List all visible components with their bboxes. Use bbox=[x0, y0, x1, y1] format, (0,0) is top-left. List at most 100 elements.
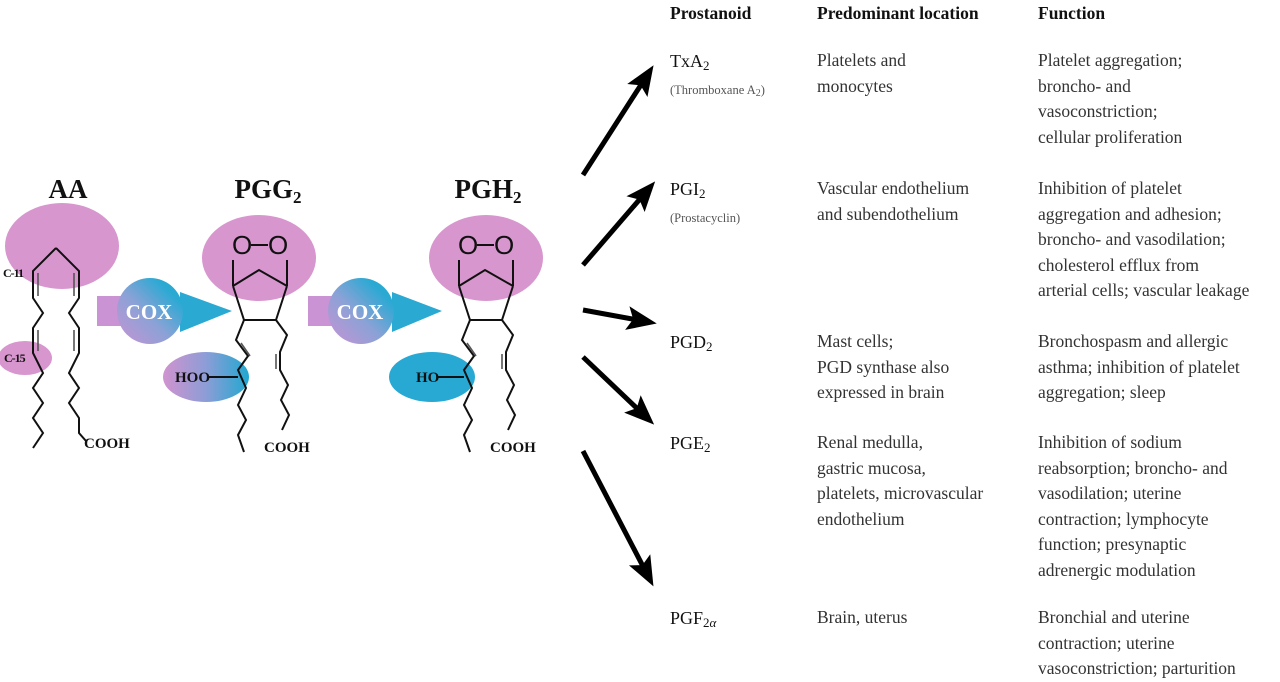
prostanoid-subscript: 2 bbox=[703, 58, 710, 73]
pgg2-cooh-label: COOH bbox=[264, 440, 310, 456]
cox-arrow-head bbox=[180, 292, 232, 332]
arrow-to-pgf2a bbox=[580, 449, 654, 587]
header-function: Function bbox=[1038, 3, 1106, 23]
pgg2-ring bbox=[232, 260, 288, 321]
location-line: PGD synthase also bbox=[817, 356, 950, 377]
location-cell: Brain, uterus bbox=[817, 605, 907, 631]
alias-text: (Thromboxane A bbox=[670, 82, 756, 97]
pgh2-structure: O O HO COOH bbox=[389, 215, 543, 456]
molecule-title-pgg2: PGG2 bbox=[235, 174, 302, 207]
alias-text: (Prostacyclin) bbox=[670, 210, 741, 225]
aa-carbon-chain-left bbox=[31, 247, 57, 449]
function-line: cholesterol efflux from bbox=[1038, 254, 1200, 275]
function-line: vasoconstriction; parturition bbox=[1038, 658, 1236, 678]
prostanoid-alias: (Thromboxane A2) bbox=[670, 81, 765, 103]
prostanoid-name-text: PGF bbox=[670, 608, 704, 628]
alias-text-end: ) bbox=[760, 82, 765, 97]
function-line: Inhibition of platelet bbox=[1038, 178, 1182, 198]
prostanoid-subscript: 2 bbox=[699, 186, 706, 201]
double-bond bbox=[466, 342, 477, 357]
aa-cooh-label: COOH bbox=[84, 436, 130, 452]
cox-enzyme-arrow-2: COX bbox=[308, 278, 442, 344]
location-line: Renal medulla, bbox=[817, 432, 923, 452]
pgh2-oxygen-2: O bbox=[494, 230, 514, 260]
prostanoid-name-text: TxA bbox=[670, 51, 703, 71]
subscript-number: 2 bbox=[706, 339, 713, 354]
pgg2-structure: O O HOO COOH bbox=[163, 215, 316, 456]
double-bond bbox=[240, 342, 251, 357]
cox-label: COX bbox=[337, 300, 384, 324]
location-line: platelets, microvascular bbox=[817, 483, 984, 503]
molecule-title-aa: AA bbox=[49, 174, 88, 204]
pgg2-hydroperoxy-ellipse bbox=[163, 352, 249, 402]
pgg2-upper-chain bbox=[275, 319, 291, 431]
function-line: asthma; inhibition of platelet bbox=[1038, 356, 1240, 377]
location-line: gastric mucosa, bbox=[817, 457, 926, 478]
arrow-to-pge2 bbox=[581, 355, 655, 425]
function-line: cellular proliferation bbox=[1038, 126, 1183, 147]
prostanoid-name: PGE2 bbox=[670, 431, 711, 461]
function-line: aggregation; sleep bbox=[1038, 382, 1166, 402]
location-line: Vascular endothelium bbox=[817, 178, 970, 198]
function-line: vasodilation; uterine bbox=[1038, 483, 1182, 503]
pgh2-ring bbox=[458, 260, 514, 321]
cox-enzyme-arrow-1: COX bbox=[97, 278, 232, 344]
branch-arrows bbox=[580, 65, 657, 587]
arachidonic-acid-structure: C-11 C-15 COOH bbox=[0, 203, 130, 452]
function-line: vasoconstriction; bbox=[1038, 101, 1158, 121]
location-cell: Renal medulla, gastric mucosa, platelets, … bbox=[817, 430, 983, 532]
pgh2-oxygen-1: O bbox=[458, 230, 478, 260]
function-line: broncho- and bbox=[1038, 75, 1131, 96]
c15-label: C-15 bbox=[4, 351, 26, 365]
cox-enzyme-circle bbox=[328, 278, 394, 344]
prostanoid-name-text: PGE bbox=[670, 433, 705, 453]
cox-label: COX bbox=[126, 300, 173, 324]
location-line: monocytes bbox=[817, 75, 893, 96]
pgh2-cooh-label: COOH bbox=[490, 440, 536, 456]
prostanoid-name-text: PGD bbox=[670, 332, 707, 352]
subscript-number: 2 bbox=[703, 615, 710, 630]
function-line: Bronchial and uterine bbox=[1038, 607, 1190, 627]
prostanoid-name: PGD2 bbox=[670, 330, 713, 360]
prostanoid-alias: (Prostacyclin) bbox=[670, 209, 740, 227]
prostanoid-subscript: 2α bbox=[703, 615, 716, 630]
header-prostanoid: Prostanoid bbox=[670, 3, 752, 23]
function-line: Bronchospasm and allergic bbox=[1038, 331, 1229, 351]
pgh2-upper-chain bbox=[501, 319, 517, 431]
function-cell: Platelet aggregation; broncho- and vasocon… bbox=[1038, 48, 1182, 150]
pgg2-oxygen-2: O bbox=[268, 230, 288, 260]
prostanoid-subscript: 2 bbox=[704, 440, 711, 455]
pgg2-lower-chain bbox=[234, 319, 250, 453]
molecule-title-pgh2: PGH2 bbox=[455, 174, 522, 207]
cox-arrow-head bbox=[392, 292, 442, 332]
function-line: reabsorption; broncho- and bbox=[1038, 457, 1228, 478]
prostanoid-name-text: PGI bbox=[670, 179, 700, 199]
arrow-to-txa2 bbox=[580, 65, 654, 177]
pgg2-hoo-label: HOO bbox=[175, 370, 210, 386]
pgh2-lower-chain bbox=[460, 319, 476, 453]
c11-label: C-11 bbox=[3, 266, 24, 280]
function-cell: Inhibition of platelet aggregation and ad… bbox=[1038, 176, 1249, 304]
alias-subscript: 2 bbox=[755, 87, 761, 99]
function-line: function; presynaptic bbox=[1038, 534, 1187, 554]
function-line: aggregation and adhesion; bbox=[1038, 203, 1222, 224]
function-cell: Bronchospasm and allergic asthma; inhibit… bbox=[1038, 329, 1240, 406]
subscript-greek: α bbox=[709, 615, 717, 630]
function-line: arterial cells; vascular leakage bbox=[1038, 280, 1250, 300]
arrow-to-pgi2 bbox=[581, 181, 656, 267]
arrow-to-pgd2 bbox=[582, 306, 657, 330]
cox-enzyme-circle bbox=[117, 278, 183, 344]
prostanoid-name: TxA2(Thromboxane A2) bbox=[670, 49, 765, 103]
function-line: Platelet aggregation; bbox=[1038, 50, 1183, 70]
location-line: Mast cells; bbox=[817, 331, 894, 351]
aa-highlight-ellipse bbox=[5, 203, 119, 289]
pgh2-peroxide-ellipse bbox=[429, 215, 543, 301]
function-line: broncho- and vasodilation; bbox=[1038, 229, 1226, 249]
header-location: Predominant location bbox=[817, 3, 979, 23]
function-cell: Inhibition of sodium reabsorption; bronch… bbox=[1038, 430, 1228, 583]
function-line: Inhibition of sodium bbox=[1038, 432, 1182, 452]
